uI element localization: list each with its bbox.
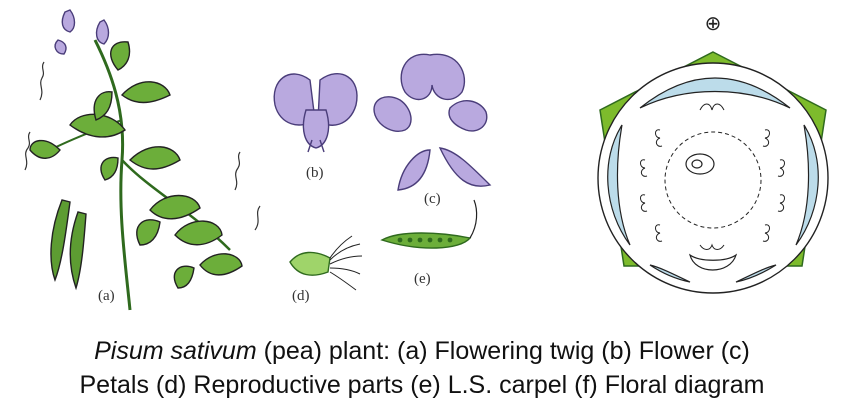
caption-line-1-rest: (pea) plant: (a) Flowering twig (b) Flow… — [256, 337, 750, 365]
caption-line-2: Petals (d) Reproductive parts (e) L.S. c… — [79, 371, 765, 399]
panel-label-e: (e) — [414, 271, 431, 287]
ovule — [691, 159, 703, 169]
keel-petals — [689, 253, 738, 271]
floral-symbol: ⊕ — [705, 13, 722, 35]
panel-label-d: (d) — [292, 288, 310, 304]
petals-illustration — [373, 53, 492, 191]
floral-whorl-boundary — [597, 62, 829, 294]
staminal-tube — [664, 131, 762, 229]
reproductive-parts-illustration — [289, 235, 363, 291]
corolla-petals — [607, 77, 819, 283]
figure-caption: Pisum sativum (pea) plant: (a) Flowering… — [0, 334, 844, 402]
flower-illustration — [273, 73, 358, 153]
stamens — [640, 103, 785, 250]
caption-line-1: Pisum sativum (pea) plant: (a) Flowering… — [0, 334, 844, 368]
pea-plant-figure: (a) (b) (c) (d) (e) ⊕ — [24, 9, 829, 311]
panel-label-a: (a) — [98, 288, 115, 304]
ls-carpel-illustration — [380, 199, 478, 249]
panel-label-b: (b) — [306, 165, 324, 181]
caption-species: Pisum sativum — [94, 337, 257, 365]
flowering-twig-illustration — [24, 9, 261, 311]
floral-diagram: ⊕ — [597, 13, 829, 294]
panel-label-c: (c) — [424, 191, 441, 207]
